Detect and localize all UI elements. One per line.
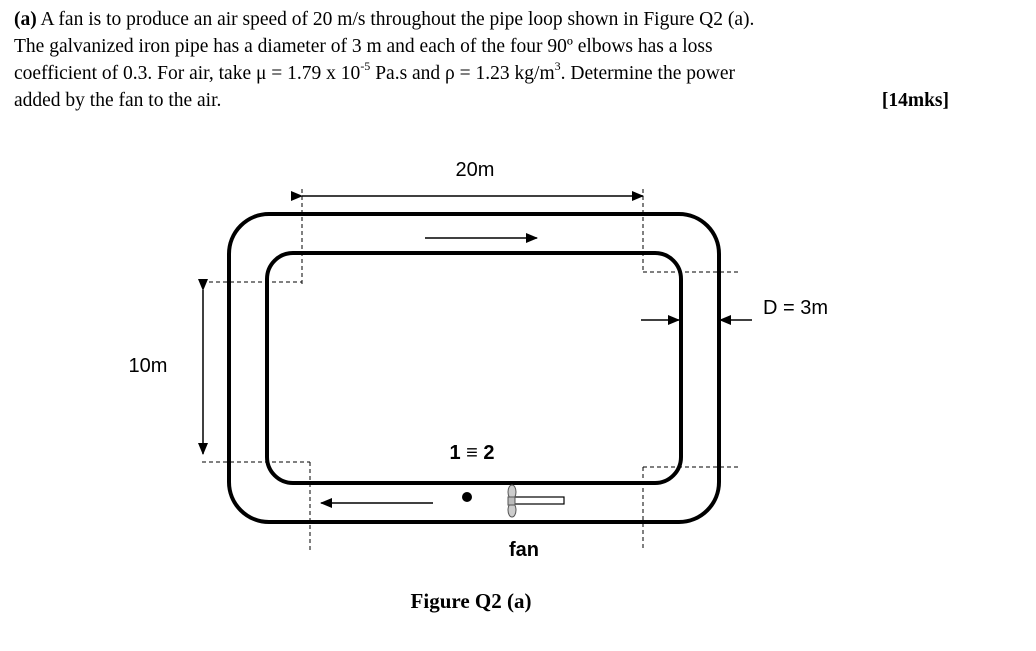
- question-label: (a): [14, 9, 37, 30]
- question-line-1: (a) A fan is to produce an air speed of …: [14, 6, 949, 33]
- density-exponent: 3: [554, 58, 561, 73]
- question-line-3-part-a: coefficient of 0.3. For air, take μ = 1.…: [14, 63, 361, 84]
- question-line-1-text: A fan is to produce an air speed of 20 m…: [36, 9, 755, 30]
- question-line-4: added by the fan to the air. [14mks]: [14, 87, 949, 114]
- height-dimension-label: 10m: [129, 355, 168, 377]
- question-line-4-text: added by the fan to the air.: [14, 90, 222, 111]
- diameter-label: D = 3m: [763, 297, 828, 319]
- question-line-2: The galvanized iron pipe has a diameter …: [14, 36, 713, 57]
- pipe-outer-wall: [227, 212, 721, 524]
- pipe-inner-wall: [265, 251, 683, 485]
- figure-caption: Figure Q2 (a): [411, 589, 532, 613]
- extension-lines: [202, 189, 739, 550]
- marks-label: [14mks]: [881, 90, 949, 111]
- question-text: (a) A fan is to produce an air speed of …: [14, 6, 949, 114]
- question-line-3: coefficient of 0.3. For air, take μ = 1.…: [14, 60, 949, 87]
- station-label: 1 ≡ 2: [449, 442, 494, 464]
- viscosity-exponent: -5: [360, 58, 371, 73]
- fan-icon: [507, 484, 565, 518]
- question-line-3-part-c: . Determine the power: [560, 63, 735, 84]
- question-line-3-part-b: Pa.s and ρ = 1.23 kg/m: [370, 63, 555, 84]
- length-dimension-label: 20m: [456, 159, 495, 181]
- station-point: [462, 492, 472, 502]
- fan-label: fan: [509, 539, 539, 561]
